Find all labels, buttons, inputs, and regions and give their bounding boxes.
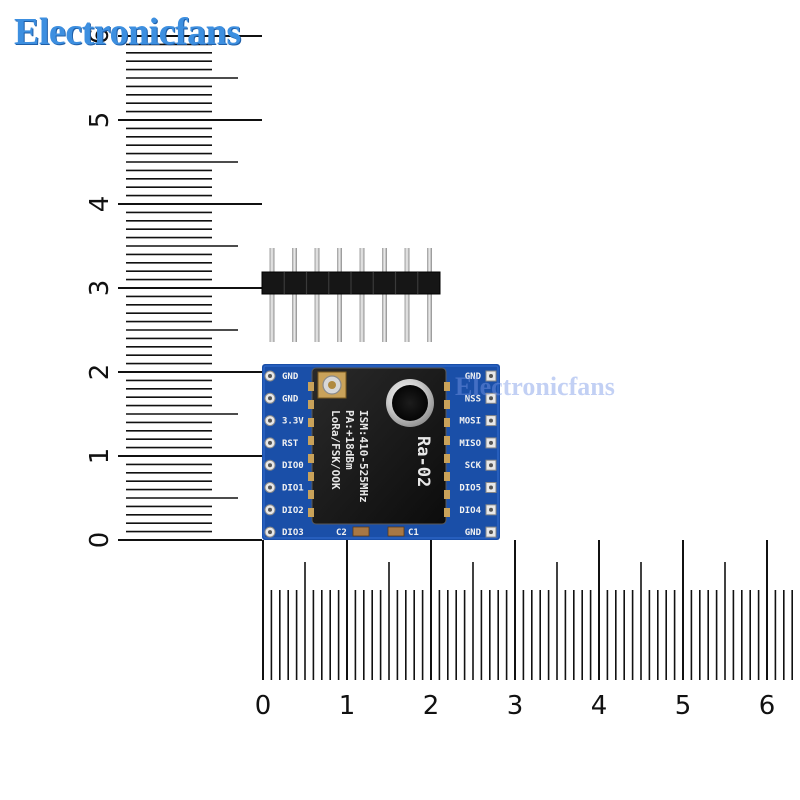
shield-castellations xyxy=(308,382,450,517)
left-pin-label: GND xyxy=(282,372,299,382)
header-pin xyxy=(427,248,432,342)
right-pin-label: DIO4 xyxy=(459,506,481,516)
vertical-tick-label: 0 xyxy=(85,532,115,549)
spec-line-3: LoRa/FSK/OOK xyxy=(329,410,342,490)
left-pin-label: DIO3 xyxy=(282,528,304,538)
watermark: Electronicfans xyxy=(455,372,615,401)
module-name: Ra-02 xyxy=(413,436,433,487)
horizontal-tick-label: 2 xyxy=(423,691,440,721)
vertical-ruler: 0 1 2 3 4 5 6 xyxy=(85,28,262,549)
right-pin-label: SCK xyxy=(465,461,482,471)
left-pin-label: GND xyxy=(282,394,299,404)
left-pin-label: 3.3V xyxy=(282,417,304,427)
left-pin-pads xyxy=(264,370,276,538)
vertical-tick-label: 1 xyxy=(85,448,115,465)
header-pin xyxy=(292,248,297,342)
right-pin-pads xyxy=(485,370,497,538)
horizontal-tick-label: 3 xyxy=(507,691,524,721)
right-pin-label: GND xyxy=(465,372,482,382)
left-pin-label: DIO0 xyxy=(282,461,304,471)
horizontal-tick-label: 4 xyxy=(591,691,608,721)
vertical-tick-label: 2 xyxy=(85,364,115,381)
brand-logo: Electronicfans xyxy=(14,11,241,53)
right-pin-label: MOSI xyxy=(459,417,481,427)
left-pin-label: DIO2 xyxy=(282,506,304,516)
horizontal-ruler: 0 1 2 3 4 5 6 xyxy=(255,540,794,721)
vertical-tick-label: 4 xyxy=(85,196,115,213)
header-pin xyxy=(337,248,342,342)
horizontal-tick-label: 6 xyxy=(759,691,776,721)
header-pin xyxy=(382,248,387,342)
vertical-tick-label: 5 xyxy=(85,112,115,129)
horizontal-tick-label: 0 xyxy=(255,691,272,721)
right-pin-label: NSS xyxy=(465,394,481,404)
left-pin-label: RST xyxy=(282,439,299,449)
right-pin-label: DIO5 xyxy=(459,484,481,494)
left-pin-label: DIO1 xyxy=(282,484,304,494)
component-label-c2: C2 xyxy=(336,528,347,538)
component-label-c1: C1 xyxy=(408,528,419,538)
ipex-connector xyxy=(317,371,347,399)
header-pin xyxy=(314,248,320,342)
header-pin xyxy=(359,248,365,342)
vertical-tick-label: 6 xyxy=(85,28,115,45)
capacitor-c2 xyxy=(352,526,370,537)
pin-header xyxy=(261,248,441,342)
right-pin-label: GND xyxy=(465,528,482,538)
spec-line-1: ISM:410-525MHz xyxy=(357,410,370,503)
capacitor-c1 xyxy=(387,526,405,537)
spec-line-2: PA:+18dBm xyxy=(343,410,356,470)
header-pin xyxy=(404,248,410,342)
header-pin xyxy=(269,248,275,342)
horizontal-tick-label: 1 xyxy=(339,691,356,721)
right-pin-label: MISO xyxy=(459,439,481,449)
horizontal-tick-label: 5 xyxy=(675,691,692,721)
vertical-tick-label: 3 xyxy=(85,280,115,297)
